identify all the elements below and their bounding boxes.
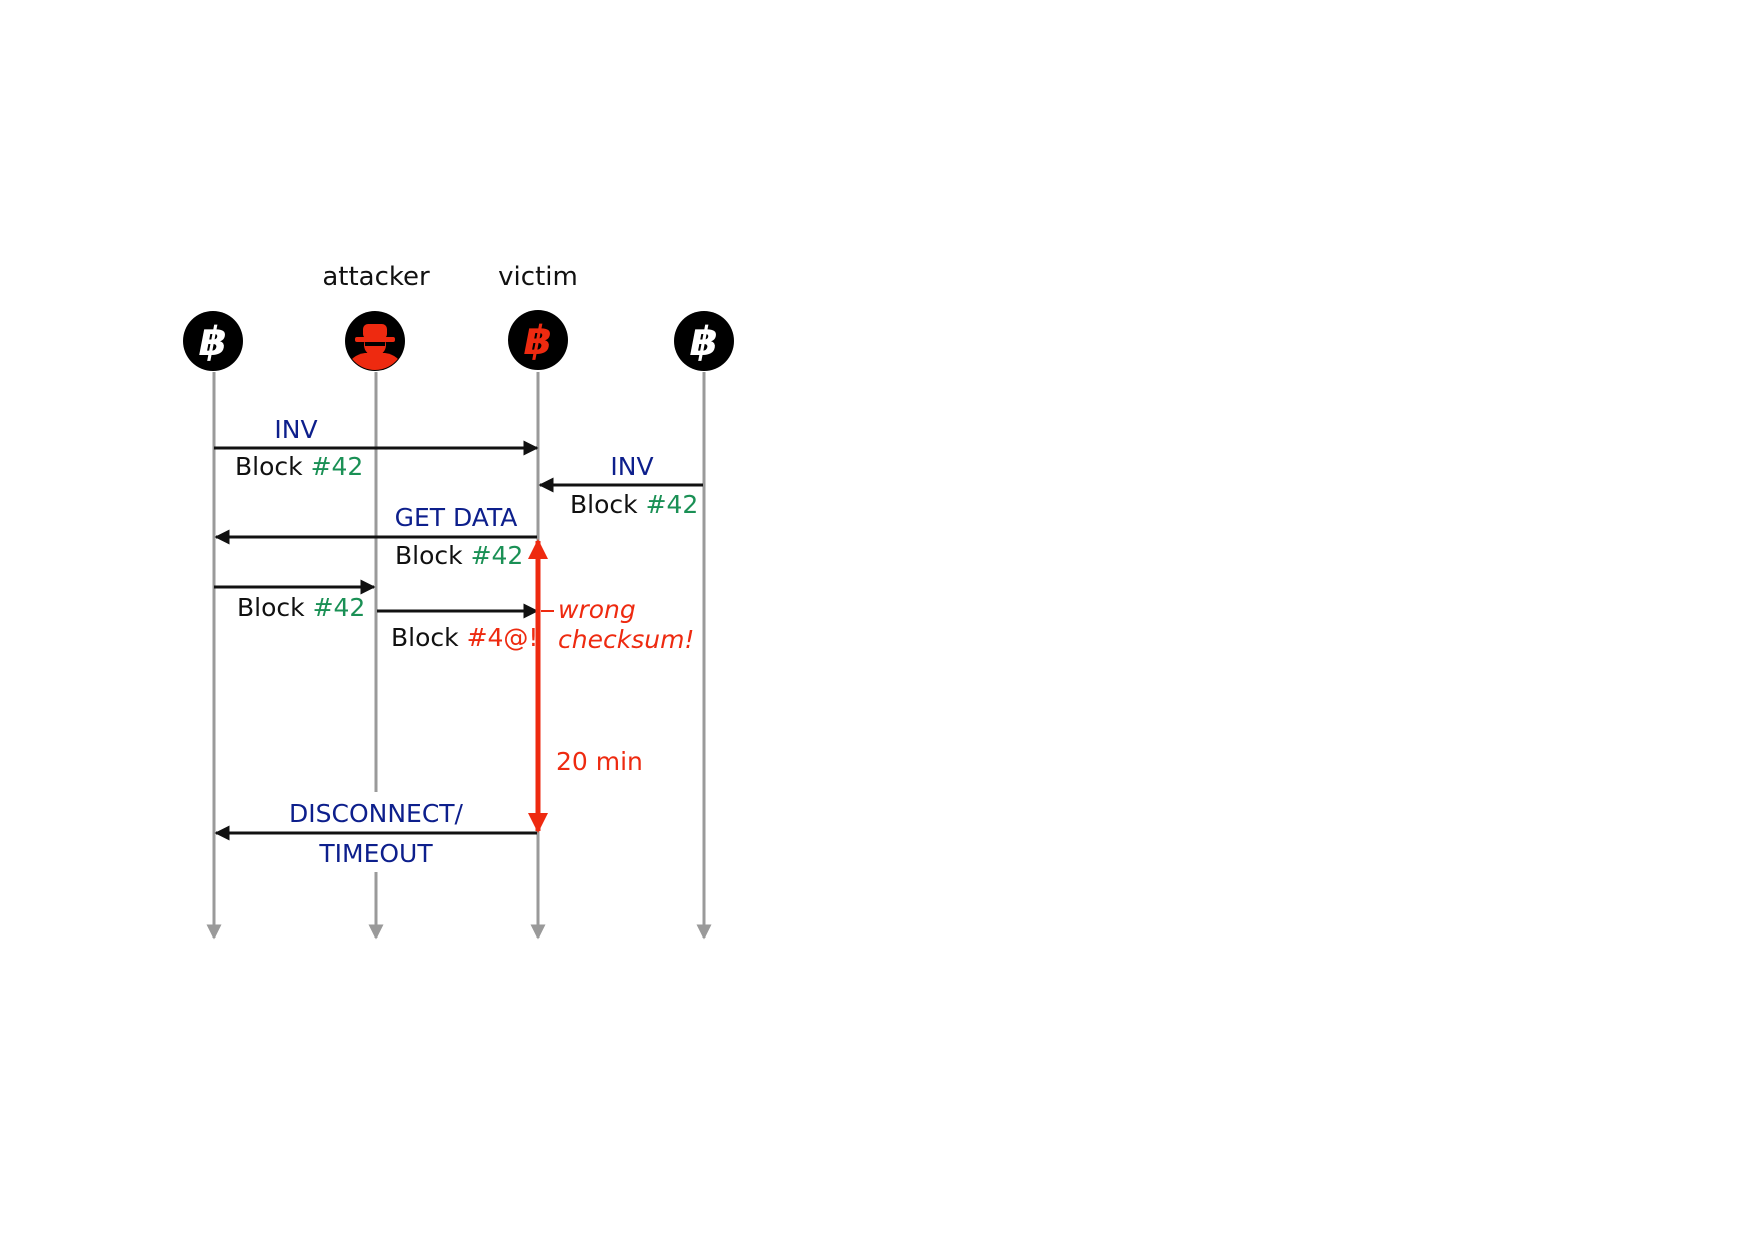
message-label-inv: INV	[274, 415, 317, 444]
annotation-timeout: 20 min	[556, 747, 643, 776]
message-label-block: Block #42	[395, 541, 523, 570]
message-label-block: Block #42	[570, 490, 698, 519]
annotation-wrong-checksum: wrong	[558, 595, 636, 624]
message-label-getdata: GET DATA	[395, 503, 518, 532]
message-label-block: Block #42	[235, 452, 363, 481]
svg-text:฿: ฿	[524, 318, 552, 364]
hacker-icon	[345, 311, 405, 371]
bitcoin-icon: ฿	[674, 311, 734, 371]
actor-label-attacker: attacker	[322, 262, 430, 292]
svg-text:฿: ฿	[690, 319, 718, 365]
actor-label-victim: victim	[498, 262, 578, 292]
message-label-block: Block #42	[237, 593, 365, 622]
bitcoin-red-icon: ฿	[508, 310, 568, 370]
annotation-wrong-checksum: checksum!	[558, 625, 694, 654]
message-label-timeout: TIMEOUT	[318, 839, 433, 868]
bitcoin-icon: ฿	[183, 311, 243, 371]
message-label-inv: INV	[610, 452, 653, 481]
svg-text:฿: ฿	[199, 319, 227, 365]
message-label-block-tampered: Block #4@!	[391, 623, 538, 652]
message-label-disconnect: DISCONNECT/	[289, 799, 464, 828]
